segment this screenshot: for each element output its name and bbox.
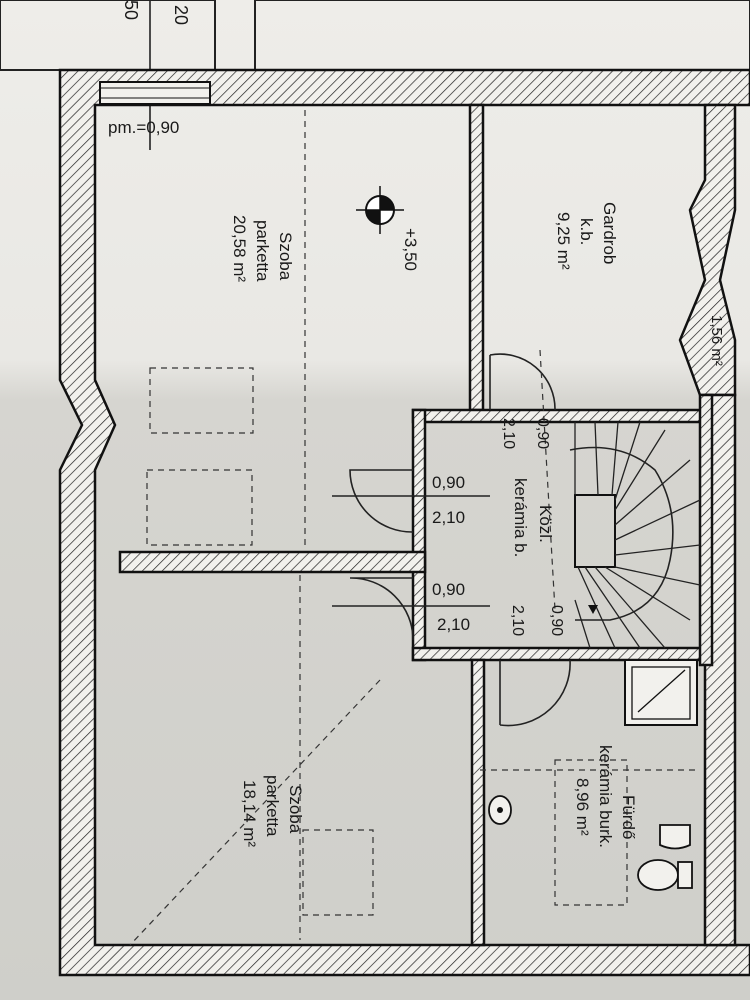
level-mark: +3,50 bbox=[401, 228, 420, 271]
outer-walls bbox=[58, 68, 750, 977]
top-dim-50: 50 bbox=[121, 0, 141, 20]
room-gardrob-area: 9,25 m² bbox=[554, 212, 573, 270]
room-gardrob-floor: k.b. bbox=[577, 218, 596, 245]
room-szoba-bottom-floor: parketta bbox=[263, 775, 282, 837]
room-szoba-bottom-area: 18,14 m² bbox=[240, 780, 259, 847]
door3-height: 2,10 bbox=[500, 418, 517, 449]
top-dim-20: 20 bbox=[171, 5, 191, 25]
room-small-area: 1,56 m² bbox=[708, 315, 725, 366]
room-kozl-floor: kerámia b. bbox=[511, 478, 530, 557]
dashed-lines bbox=[129, 110, 700, 946]
stair bbox=[539, 349, 701, 649]
room-labels: pm.=0,90 +3,50 Szoba parketta 20,58 m² G… bbox=[108, 118, 725, 848]
room-szoba-top-area: 20,58 m² bbox=[230, 215, 249, 282]
parapet-note: pm.=0,90 bbox=[108, 118, 179, 137]
room-furdo-name: Fürdő bbox=[619, 795, 638, 839]
interior-walls bbox=[118, 103, 714, 947]
door2-width: 0,90 bbox=[432, 580, 465, 599]
door1-height: 2,10 bbox=[432, 508, 465, 527]
door-labels: 0,90 2,10 0,90 2,10 0,90 2,10 0,90 2,10 bbox=[432, 418, 565, 636]
door2-height: 2,10 bbox=[437, 615, 470, 634]
room-gardrob-name: Gardrob bbox=[600, 202, 619, 264]
door-swings bbox=[332, 353, 571, 727]
door4-height: 2,10 bbox=[509, 605, 526, 636]
door1-width: 0,90 bbox=[432, 473, 465, 492]
room-szoba-top-floor: parketta bbox=[253, 220, 272, 282]
room-furdo-area: 8,96 m² bbox=[573, 778, 592, 836]
level-marker-icon bbox=[356, 186, 404, 234]
door4-width: 0,90 bbox=[548, 605, 565, 636]
room-kozl-name: Közl. bbox=[536, 505, 555, 543]
window bbox=[99, 81, 211, 105]
room-szoba-top-name: Szoba bbox=[276, 232, 295, 281]
room-szoba-bottom-name: Szoba bbox=[286, 785, 305, 834]
room-furdo-floor: kerámia burk. bbox=[596, 745, 615, 848]
bathroom-fixtures bbox=[488, 659, 698, 891]
door3-width: 0,90 bbox=[534, 418, 551, 449]
